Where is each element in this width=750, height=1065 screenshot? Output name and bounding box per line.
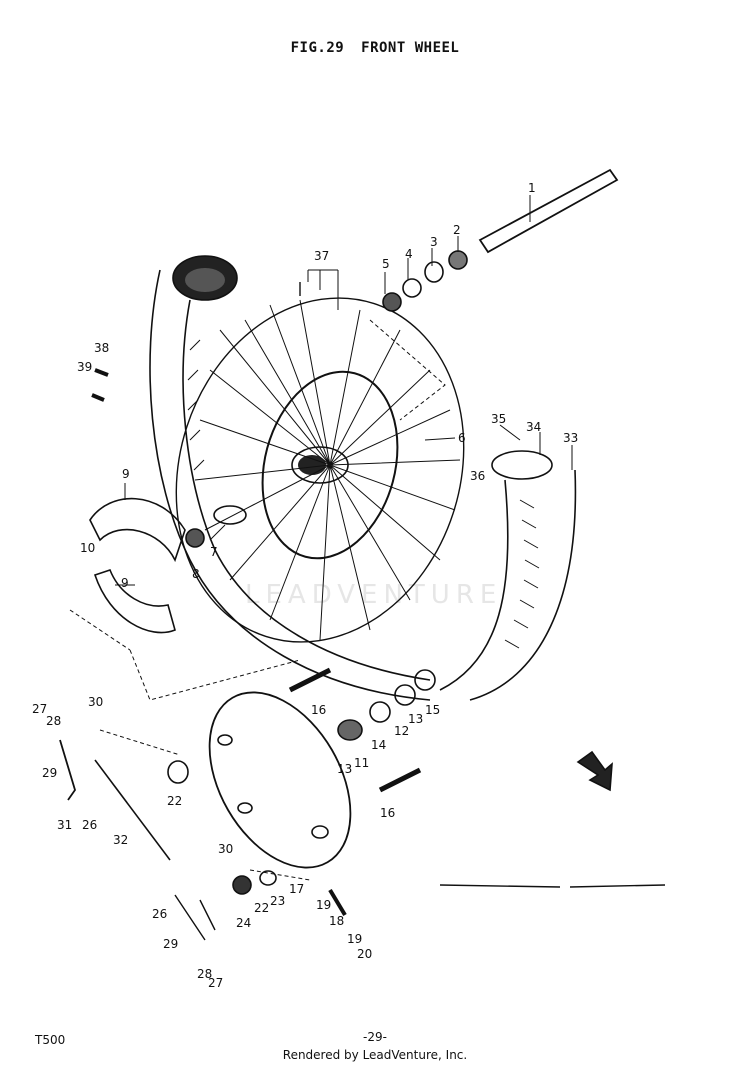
alignment-lines bbox=[69, 319, 446, 881]
model-code: T500 bbox=[35, 1033, 66, 1047]
callout-33: 33 bbox=[563, 431, 578, 445]
tire-right bbox=[469, 469, 577, 701]
callout-37: 37 bbox=[314, 249, 329, 263]
callout-29b: 29 bbox=[163, 937, 178, 951]
figure-name: FRONT WHEEL bbox=[361, 40, 460, 56]
callout-27a: 27 bbox=[32, 702, 47, 716]
page-number: -29- bbox=[363, 1030, 387, 1044]
callout-6: 6 bbox=[458, 431, 466, 445]
wheel-drawing bbox=[59, 168, 666, 941]
callout-20: 20 bbox=[357, 947, 372, 961]
callout-16b: 16 bbox=[380, 806, 395, 820]
callout-9a: 9 bbox=[122, 467, 130, 481]
callout-13a: 13 bbox=[408, 712, 423, 726]
callout-26a: 26 bbox=[82, 818, 97, 832]
callout-32: 32 bbox=[113, 833, 128, 847]
tire-left bbox=[149, 269, 431, 701]
tire-end-right bbox=[491, 450, 553, 480]
figure-number: FIG.29 bbox=[290, 40, 345, 56]
callout-26b: 26 bbox=[152, 907, 167, 921]
callout-30b: 30 bbox=[218, 842, 233, 856]
callout-23: 23 bbox=[270, 894, 285, 908]
brake-cam-lever bbox=[59, 739, 76, 801]
watermark-text: LEADVENTURE bbox=[245, 580, 502, 610]
tire-right-inner bbox=[439, 479, 509, 691]
callout-35: 35 bbox=[491, 412, 506, 426]
callout-labels: 1 2 3 4 5 6 7 8 9 9 10 11 12 13 13 14 15… bbox=[32, 181, 578, 990]
callout-36: 36 bbox=[470, 469, 485, 483]
callout-28b: 28 bbox=[197, 967, 212, 981]
callout-11: 11 bbox=[354, 756, 369, 770]
callout-24: 24 bbox=[236, 916, 251, 930]
callout-38: 38 bbox=[94, 341, 109, 355]
callout-27b: 27 bbox=[208, 976, 223, 990]
callout-2: 2 bbox=[453, 223, 461, 237]
rim bbox=[175, 297, 465, 643]
callout-34: 34 bbox=[526, 420, 541, 434]
callout-7: 7 bbox=[210, 545, 218, 559]
hub-flange bbox=[261, 370, 399, 560]
spacer-16-lower bbox=[378, 767, 422, 793]
callout-3: 3 bbox=[430, 235, 438, 249]
spacer-16-upper bbox=[288, 667, 332, 693]
callout-12: 12 bbox=[394, 724, 409, 738]
callout-22b: 22 bbox=[254, 901, 269, 915]
leader-lines bbox=[115, 195, 573, 586]
callout-1: 1 bbox=[528, 181, 536, 195]
callout-4: 4 bbox=[405, 247, 413, 261]
brake-rod bbox=[94, 759, 171, 861]
front-arrow bbox=[576, 750, 613, 792]
callout-18: 18 bbox=[329, 914, 344, 928]
rendered-by-credit: Rendered by LeadVenture, Inc. bbox=[282, 1048, 468, 1062]
callout-13b: 13 bbox=[337, 762, 352, 776]
callout-16a: 16 bbox=[311, 703, 326, 717]
callout-10: 10 bbox=[80, 541, 95, 555]
callout-28a: 28 bbox=[46, 714, 61, 728]
callout-8: 8 bbox=[192, 567, 200, 581]
front-axle bbox=[478, 168, 619, 254]
callout-31: 31 bbox=[57, 818, 72, 832]
callout-14: 14 bbox=[371, 738, 386, 752]
tire-left-inner bbox=[182, 299, 431, 681]
brake-shoe-lower bbox=[93, 569, 176, 634]
callout-30a: 30 bbox=[88, 695, 103, 709]
brake-panel bbox=[208, 691, 352, 869]
tread-pattern bbox=[187, 339, 540, 649]
callout-9b: 9 bbox=[121, 576, 129, 590]
callout-17: 17 bbox=[289, 882, 304, 896]
callout-19b: 19 bbox=[347, 932, 362, 946]
callout-5: 5 bbox=[382, 257, 390, 271]
callout-29a: 29 bbox=[42, 766, 57, 780]
brake-shoe-upper bbox=[89, 497, 186, 563]
axle-detail bbox=[439, 884, 666, 888]
callout-19a: 19 bbox=[316, 898, 331, 912]
spokes bbox=[194, 299, 461, 641]
callout-39: 39 bbox=[77, 360, 92, 374]
callout-15: 15 bbox=[425, 703, 440, 717]
callout-22a: 22 bbox=[167, 794, 182, 808]
figure-title: FIG.29 FRONT WHEEL bbox=[0, 40, 750, 56]
